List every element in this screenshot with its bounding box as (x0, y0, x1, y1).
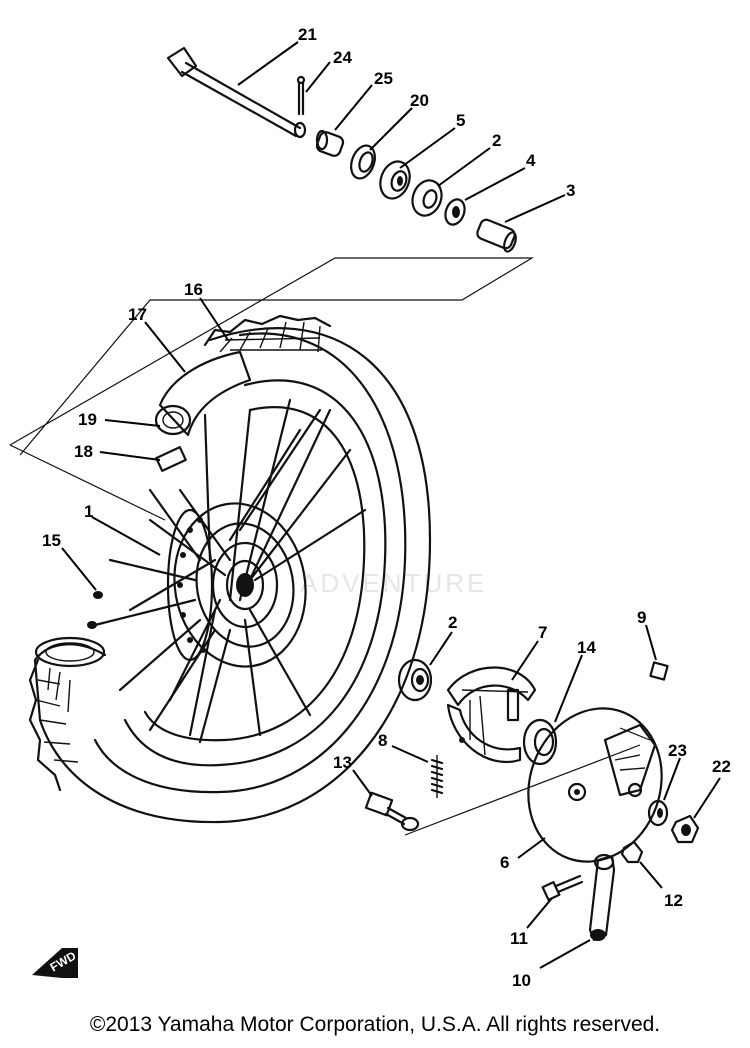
callout-24: 24 (333, 48, 352, 67)
collar-part (315, 129, 345, 157)
spokes (93, 398, 367, 744)
valve-part (155, 446, 187, 472)
rim-outer (123, 379, 387, 767)
brake-plate-part (527, 707, 663, 863)
callout-19: 19 (78, 410, 97, 429)
rim-inner (143, 406, 366, 742)
tire-inner-edge (93, 332, 407, 794)
callout-5: 5 (456, 111, 465, 130)
cotter-pin-part (296, 75, 306, 116)
axle-assembly (166, 46, 517, 253)
bolt-part (541, 874, 584, 901)
callout-9: 9 (637, 608, 646, 627)
cam-lever-part (588, 853, 616, 942)
tread-bottom (28, 636, 106, 792)
callout-4: 4 (526, 151, 536, 170)
callout-18: 18 (74, 442, 93, 461)
spring-part (430, 755, 444, 798)
camshaft-part (364, 791, 420, 832)
assembly-boundary-lines (9, 257, 651, 836)
callout-21: 21 (298, 25, 317, 44)
nut-22-part (670, 814, 700, 844)
callout-20: 20 (410, 91, 429, 110)
bearing-5-part (379, 160, 411, 200)
callout-13: 13 (333, 753, 352, 772)
callout-25: 25 (374, 69, 393, 88)
wheel-assembly (28, 314, 432, 824)
callout-2-lower: 2 (448, 613, 457, 632)
callout-7: 7 (538, 623, 547, 642)
indicator-part (649, 661, 669, 681)
callout-14: 14 (577, 638, 596, 657)
brake-shoe-part (446, 666, 537, 763)
callout-labels: 21 24 25 20 5 2 4 3 16 17 19 18 1 15 2 7… (42, 25, 731, 990)
copyright-notice: ©2013 Yamaha Motor Corporation, U.S.A. A… (89, 1013, 661, 1036)
oil-seal-14-part (522, 718, 558, 766)
tube-part (154, 350, 252, 437)
axle-part (166, 46, 307, 139)
callout-15: 15 (42, 531, 61, 550)
callout-23: 23 (668, 741, 687, 760)
tread-top (203, 314, 332, 353)
callout-6: 6 (500, 853, 509, 872)
oil-seal-part (350, 144, 376, 180)
bearing-2-part (411, 179, 443, 217)
bearing-2-lower-part (397, 658, 433, 702)
callout-16: 16 (184, 280, 203, 299)
callout-11: 11 (510, 929, 528, 948)
leader-lines (61, 41, 721, 969)
nut-12-part (620, 840, 644, 864)
spacer-part (476, 218, 517, 253)
callout-12: 12 (664, 891, 683, 910)
spoke-nipple-part (87, 591, 103, 629)
callout-1: 1 (84, 502, 93, 521)
tire-outline (33, 327, 432, 824)
brake-assembly (364, 658, 700, 942)
callout-10: 10 (512, 971, 531, 990)
callout-8: 8 (378, 731, 387, 750)
forward-direction-marker: FWD (32, 948, 79, 978)
callout-3: 3 (566, 181, 575, 200)
watermark-text: ADVENTURE (300, 568, 487, 598)
callout-17: 17 (128, 305, 147, 324)
callout-2-top: 2 (492, 131, 501, 150)
spacer-flange-part (444, 198, 466, 226)
callout-22: 22 (712, 757, 731, 776)
hub-part (166, 502, 307, 668)
washer-part (647, 799, 669, 827)
